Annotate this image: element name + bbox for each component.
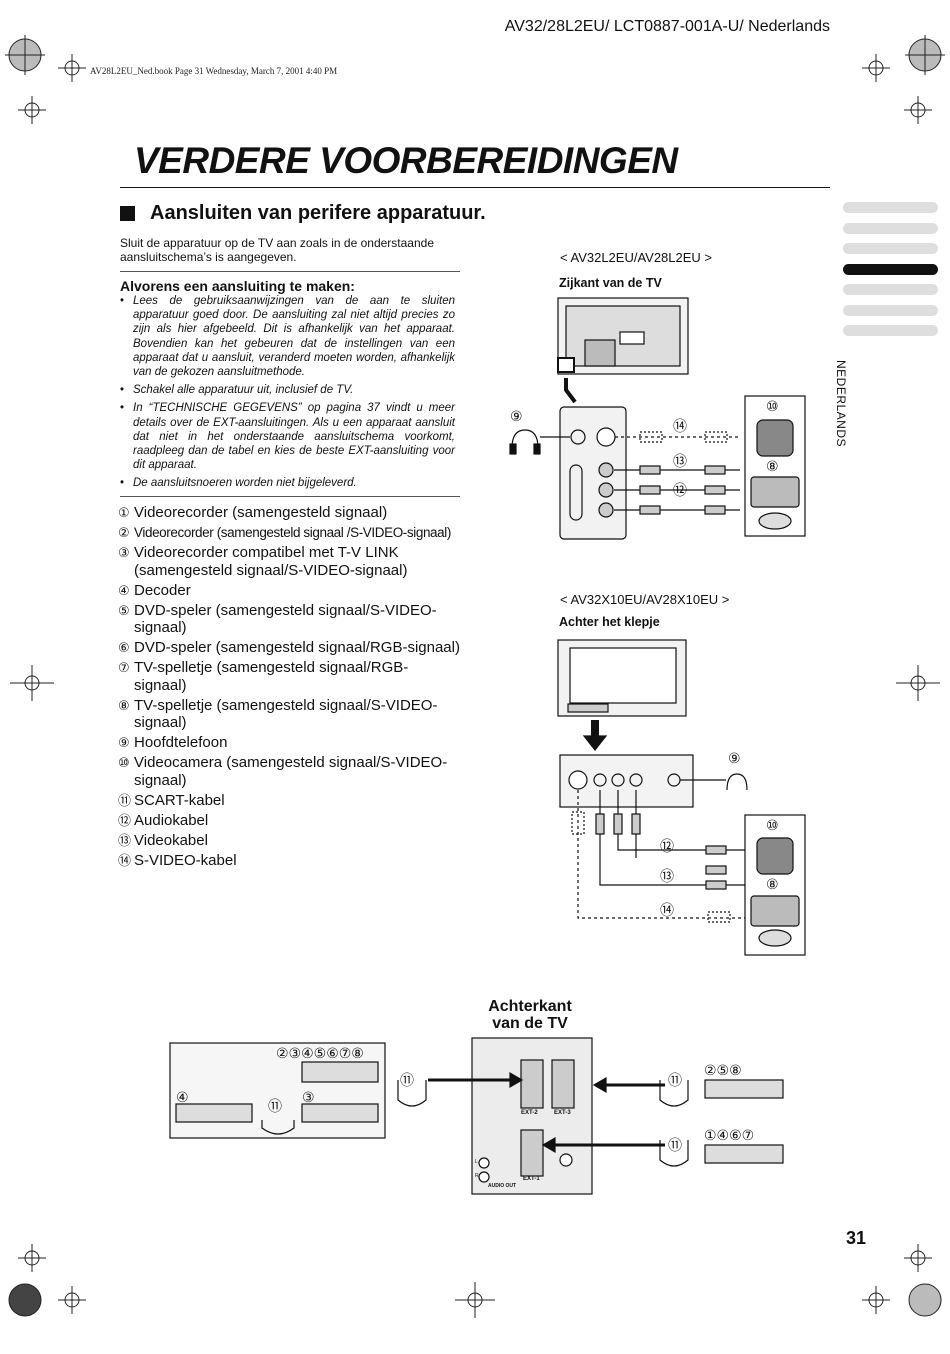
section-heading: Aansluiten van perifere apparatuur. bbox=[120, 202, 486, 225]
prep-heading: Alvorens een aansluiting te maken: bbox=[120, 278, 355, 294]
chapter-bar bbox=[843, 304, 938, 316]
prep-bullet-list: Lees de gebruiksaanwijzingen van de aan … bbox=[120, 294, 455, 495]
ext2-label: EXT-2 bbox=[521, 1110, 538, 1116]
label-scart-devices-right-bottom: ①④⑥⑦ bbox=[704, 1127, 755, 1143]
label-svideo-cable: ⑭ bbox=[660, 902, 674, 918]
ext3-label: EXT-3 bbox=[554, 1110, 571, 1116]
label-svideo-cable: ⑭ bbox=[673, 418, 687, 434]
label-audio-cable: ⑫ bbox=[673, 482, 687, 498]
page-number: 31 bbox=[846, 1228, 867, 1248]
document-code: AV32/28L2EU/ LCT0887-001A-U/ Nederlands bbox=[504, 18, 830, 35]
label-vcr-tvlink: ③ bbox=[302, 1089, 315, 1105]
list-item: Lees de gebruiksaanwijzingen van de aan … bbox=[120, 294, 455, 379]
diagram1-model: < AV32L2EU/AV28L2EU > bbox=[560, 250, 713, 265]
divider bbox=[120, 496, 460, 497]
chapter-bar bbox=[843, 284, 938, 295]
audio-out-label: AUDIO OUT bbox=[488, 1183, 517, 1189]
label-video-cable: ⑬ bbox=[660, 868, 674, 884]
label-video-cable: ⑬ bbox=[673, 453, 687, 469]
title-underline bbox=[120, 187, 830, 188]
chapter-bar bbox=[843, 202, 938, 213]
label-scart-cable: ⑪ bbox=[668, 1072, 682, 1088]
diagram2-model: < AV32X10EU/AV28X10EU > bbox=[560, 592, 730, 607]
label-camcorder: ⑩ bbox=[766, 398, 779, 414]
label-headphone: ⑨ bbox=[728, 750, 741, 766]
chapter-index-bars bbox=[843, 202, 938, 346]
list-item: De aansluitsnoeren worden niet bijgeleve… bbox=[120, 476, 455, 490]
square-bullet-icon bbox=[120, 206, 135, 221]
divider bbox=[120, 271, 460, 272]
ext1-label: EXT-1 bbox=[523, 1176, 540, 1182]
label-camcorder: ⑩ bbox=[766, 817, 779, 833]
diagram1-caption: Zijkant van de TV bbox=[559, 276, 662, 290]
list-item: In “TECHNISCHE GEGEVENS” op pagina 37 vi… bbox=[120, 401, 455, 472]
chapter-bar bbox=[843, 325, 938, 336]
label-scart-cable: ⑪ bbox=[400, 1072, 414, 1088]
label-scart-cable: ⑪ bbox=[668, 1137, 682, 1153]
intro-paragraph: Sluit de apparatuur op de TV aan zoals i… bbox=[120, 236, 435, 264]
label-game: ⑧ bbox=[766, 876, 779, 892]
chapter-bar bbox=[843, 222, 938, 234]
chapter-bar-active bbox=[843, 263, 938, 275]
list-item: Schakel alle apparatuur uit, inclusief d… bbox=[120, 383, 455, 397]
section-heading-text: Aansluiten van perifere apparatuur. bbox=[150, 202, 486, 224]
language-tab: NEDERLANDS bbox=[834, 360, 848, 448]
diagram3-caption: Achterkant van de TV bbox=[488, 998, 572, 1032]
label-game: ⑧ bbox=[766, 458, 779, 474]
label-audio-cable: ⑫ bbox=[660, 838, 674, 854]
audio-l-label: L bbox=[475, 1159, 478, 1165]
label-scart-devices-right-top: ②⑤⑧ bbox=[704, 1062, 742, 1078]
label-scart-cable: ⑪ bbox=[268, 1098, 282, 1114]
audio-r-label: R bbox=[475, 1173, 479, 1179]
label-scart-devices-left: ②③④⑤⑥⑦⑧ bbox=[276, 1045, 364, 1061]
book-info-line: AV28L2EU_Ned.book Page 31 Wednesday, Mar… bbox=[90, 66, 338, 76]
page-title: VERDERE VOORBEREIDINGEN bbox=[134, 140, 678, 181]
chapter-bar bbox=[843, 243, 938, 254]
diagram2-caption: Achter het klepje bbox=[559, 615, 660, 629]
label-headphone: ⑨ bbox=[510, 408, 523, 424]
label-decoder: ④ bbox=[176, 1089, 189, 1105]
